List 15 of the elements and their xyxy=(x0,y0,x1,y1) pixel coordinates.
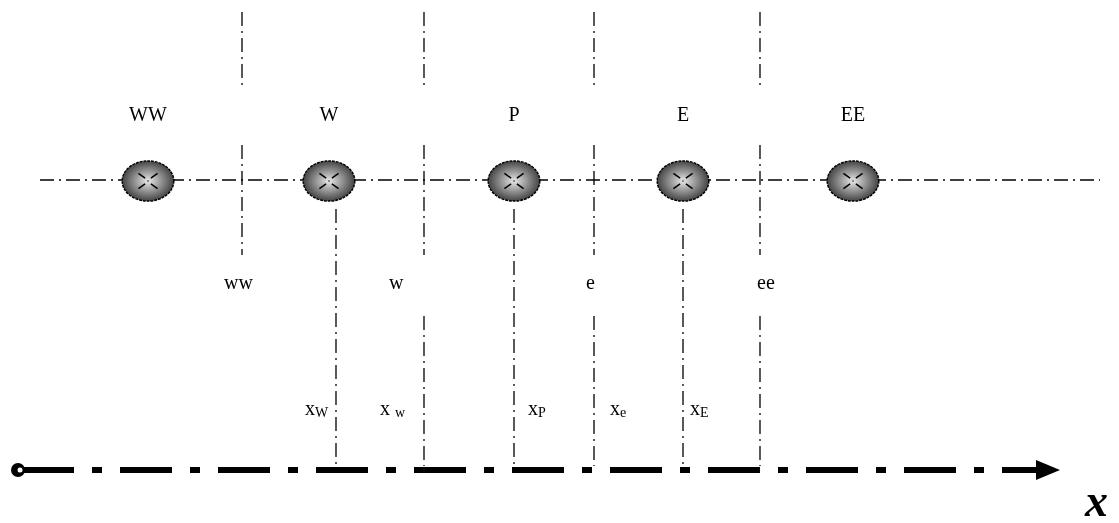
grid-label: x$_{W}$ xyxy=(305,398,329,421)
grid-label: x$_{e}$ xyxy=(610,398,627,421)
node-label: W xyxy=(319,103,339,125)
grid-label: x$_{P}$ xyxy=(528,398,546,421)
grid-label: w xyxy=(389,272,404,292)
axis-label: x xyxy=(1085,478,1108,523)
grid-label: e xyxy=(586,272,595,292)
grid-label: x $_{w}$ xyxy=(380,398,406,421)
grid-label: x$_{E}$ xyxy=(690,398,709,421)
grid-label: ww xyxy=(224,272,253,292)
node-label: WW xyxy=(129,103,167,125)
node-label: EE xyxy=(840,103,866,125)
grid-label: ee xyxy=(757,272,775,292)
node-label: P xyxy=(508,103,520,125)
node-label: E xyxy=(676,103,690,125)
